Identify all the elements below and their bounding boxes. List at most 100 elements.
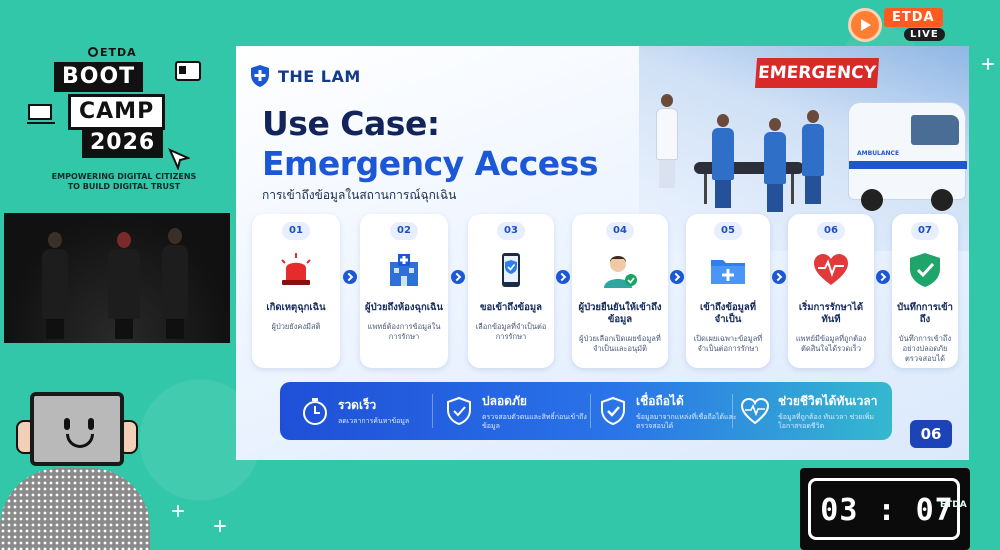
presenter-camera-feed — [4, 213, 230, 343]
benefit-item: ปลอดภัย ตรวจสอบตัวตนและสิทธิ์ก่อนเข้าถึง… — [444, 382, 594, 440]
benefits-bar: รวดเร็ว ลดเวลาการค้นหาข้อมูล ปลอดภัย ตรว… — [280, 382, 892, 440]
bootcamp-line-3: 2026 — [82, 128, 164, 158]
chevron-right-icon — [772, 270, 786, 284]
step-number: 07 — [911, 222, 939, 240]
benefit-description: ข้อมูลมาจากแหล่งที่เชื่อถือได้และตรวจสอบ… — [636, 412, 737, 430]
bootcamp-line-1: BOOT — [54, 62, 144, 92]
bootcamp-logo: ETDA BOOT CAMP 2026 EMPOWERING DIGITAL C… — [24, 44, 214, 204]
mascot-screen-face — [30, 392, 124, 466]
process-step: 01 เกิดเหตุฉุกเฉิน ผู้ป่วยยังคงมีสติ — [252, 214, 340, 368]
stretcher-legs — [704, 174, 794, 204]
step-description: แพทย์มีข้อมูลที่ถูกต้องตัดสินใจได้รวดเร็… — [795, 334, 867, 353]
etda-org-label: ETDA — [88, 46, 137, 59]
slide-brand: THE LAM — [250, 64, 361, 88]
chevron-right-icon — [343, 270, 357, 284]
ambulance-illustration: AMBULANCE — [848, 102, 967, 211]
mascot-shirt — [0, 468, 150, 550]
mascot-illustration — [0, 368, 150, 550]
benefit-title: ปลอดภัย — [482, 393, 527, 408]
stretcher-illustration — [694, 162, 804, 174]
benefit-title: ช่วยชีวิตได้ทันเวลา — [778, 393, 878, 408]
tagline-line-1: EMPOWERING DIGITAL CITIZENS — [51, 172, 197, 181]
paramedic-figure — [712, 114, 734, 208]
step-title: เริ่มการรักษาได้ทันที — [798, 302, 864, 325]
patient-consent-icon — [604, 256, 637, 288]
benefit-description: ตรวจสอบตัวตนและสิทธิ์ก่อนเข้าถึงข้อมูล — [482, 412, 587, 430]
benefit-item: ช่วยชีวิตได้ทันเวลา ข้อมูลที่ถูกต้อง ทัน… — [740, 382, 890, 440]
paramedic-figure — [802, 110, 824, 204]
heartbeat-icon — [814, 254, 848, 285]
ambulance-label: AMBULANCE — [857, 150, 900, 157]
stopwatch-icon — [303, 398, 327, 425]
live-brand: ETDA — [884, 8, 943, 27]
slide-subtitle: การเข้าถึงข้อมูลในสถานการณ์ฉุกเฉิน — [262, 188, 457, 202]
benefit-item: เชื่อถือได้ ข้อมูลมาจากแหล่งที่เชื่อถือไ… — [598, 382, 738, 440]
step-description: แพทย์ต้องการข้อมูลในการรักษา — [367, 322, 441, 341]
chevron-right-icon — [876, 270, 890, 284]
live-badge: ETDA LIVE — [848, 6, 966, 42]
step-number: 03 — [497, 222, 525, 240]
process-steps: 01 เกิดเหตุฉุกเฉิน ผู้ป่วยยังคงมีสติ 02 — [252, 214, 958, 370]
sparkle-icon — [172, 505, 184, 517]
divider — [732, 394, 733, 428]
process-step: 07 บันทึกการเข้าถึง บันทึกการเข้าถึงอย่า… — [892, 214, 958, 368]
countdown-timer: 03 : 07 — [800, 468, 970, 550]
slide-brand-name: THE LAM — [278, 66, 361, 86]
step-description: ผู้ป่วยเลือกเปิดเผยข้อมูลที่จำเป็นและอนุ… — [579, 334, 661, 353]
benefit-item: รวดเร็ว ลดเวลาการค้นหาข้อมูล — [300, 382, 430, 440]
live-label: LIVE — [904, 28, 945, 41]
timer-value: 03 : 07 — [820, 493, 954, 528]
presenter-figure — [108, 232, 140, 339]
step-title: ผู้ป่วยถึงห้องฉุกเฉิน — [365, 302, 443, 313]
shield-check-icon — [910, 253, 940, 287]
step-number: 04 — [606, 222, 634, 240]
step-description: บันทึกการเข้าถึงอย่างปลอดภัย ตรวจสอบได้ — [898, 334, 952, 363]
benefit-title: รวดเร็ว — [338, 398, 377, 412]
chevron-right-icon — [556, 270, 570, 284]
timer-frame: 03 : 07 — [808, 478, 960, 540]
step-title: เกิดเหตุฉุกเฉิน — [266, 302, 326, 313]
benefit-description: ข้อมูลที่ถูกต้อง ทันเวลา ช่วยเพิ่มโอกาสร… — [778, 412, 874, 430]
chevron-right-icon — [451, 270, 465, 284]
presenter-figure — [162, 228, 188, 339]
sparkle-icon — [982, 58, 994, 70]
tagline-line-2: TO BUILD DIGITAL TRUST — [67, 182, 181, 191]
step-title: ผู้ป่วยยืนยันให้เข้าถึงข้อมูล — [578, 302, 662, 325]
slide-page-number: 06 — [910, 420, 952, 448]
presentation-slide: EMERGENCY AMBULANCE THE LAM Use Case: Em… — [236, 46, 969, 460]
benefit-description: ลดเวลาการค้นหาข้อมูล — [338, 417, 410, 425]
medical-folder-icon — [711, 260, 745, 284]
presenter-figure — [42, 232, 68, 339]
verified-shield-icon — [601, 396, 625, 426]
bootcamp-line-2: CAMP — [68, 94, 166, 130]
step-description: ผู้ป่วยยังคงมีสติ — [271, 322, 321, 331]
id-card-doodle-icon — [175, 61, 201, 81]
step-description: เลือกข้อมูลที่จำเป็นต่อการรักษา — [475, 322, 547, 341]
step-number: 05 — [714, 222, 742, 240]
shield-plus-icon — [251, 65, 269, 87]
phone-shield-icon — [502, 253, 520, 287]
slide-title-line-2: Emergency Access — [262, 144, 598, 183]
paramedic-figure — [764, 118, 786, 212]
step-title: ขอเข้าถึงข้อมูล — [480, 302, 542, 313]
step-number: 06 — [817, 222, 845, 240]
slide-title-line-1: Use Case: — [262, 104, 440, 143]
step-title: เข้าถึงข้อมูลที่จำเป็น — [699, 302, 756, 325]
play-icon — [848, 8, 882, 42]
benefit-title: เชื่อถือได้ — [636, 393, 684, 408]
etda-org-text: ETDA — [100, 46, 137, 59]
divider — [590, 394, 591, 428]
chevron-right-icon — [670, 270, 684, 284]
heart-pulse-icon — [740, 397, 770, 425]
process-step: 03 ขอเข้าถึงข้อมูล เลือกข้อมูลที่จำเป็นต… — [468, 214, 554, 368]
divider — [432, 394, 433, 428]
step-title: บันทึกการเข้าถึง — [897, 302, 953, 325]
process-step: 06 เริ่มการรักษาได้ทันที แพทย์มีข้อมูลที… — [788, 214, 874, 368]
process-step: 05 เข้าถึงข้อมูลที่จำเป็น เปิดเผยเฉพาะข้… — [686, 214, 770, 368]
process-step: 04 ผู้ป่วยยืนยันให้เข้าถึงข้อมูล ผู้ป่วย… — [572, 214, 668, 368]
emergency-sign: EMERGENCY — [754, 58, 880, 88]
step-description: เปิดเผยเฉพาะข้อมูลที่จำเป็นต่อการรักษา — [693, 334, 763, 353]
step-number: 02 — [390, 222, 418, 240]
laptop-doodle-icon — [27, 104, 55, 124]
hospital-icon — [390, 254, 418, 286]
